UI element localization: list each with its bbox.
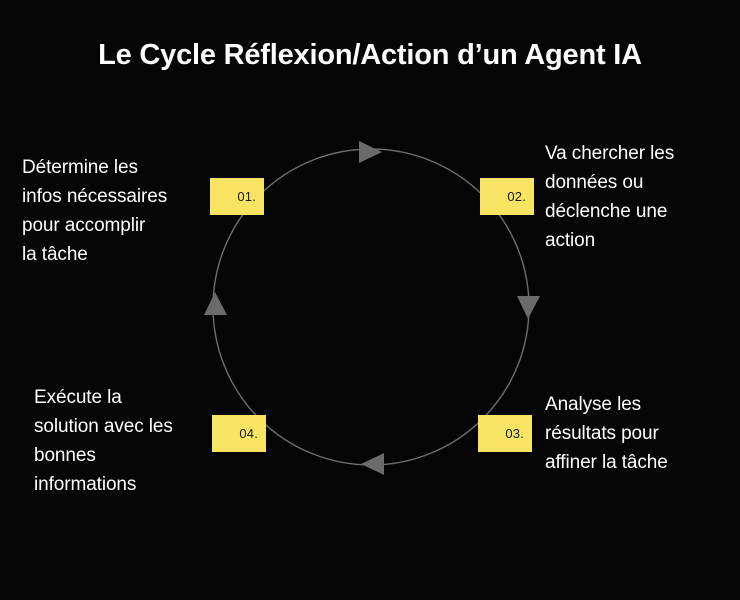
step-badge-01-label: 01. [237, 189, 256, 204]
arrow-right-icon [517, 296, 540, 319]
step-badge-02-label: 02. [507, 189, 526, 204]
step-badge-04-label: 04. [239, 426, 258, 441]
step-badge-03[interactable]: 03. [478, 415, 532, 452]
step-badge-04[interactable]: 04. [212, 415, 266, 452]
step-badge-03-label: 03. [505, 426, 524, 441]
step-badge-01[interactable]: 01. [210, 178, 264, 215]
arrow-top-icon [359, 141, 382, 163]
arrow-bottom-icon [361, 453, 384, 475]
arrow-left-icon [204, 292, 227, 315]
page-title: Le Cycle Réflexion/Action d’un Agent IA [98, 39, 642, 71]
step-badge-02[interactable]: 02. [480, 178, 534, 215]
